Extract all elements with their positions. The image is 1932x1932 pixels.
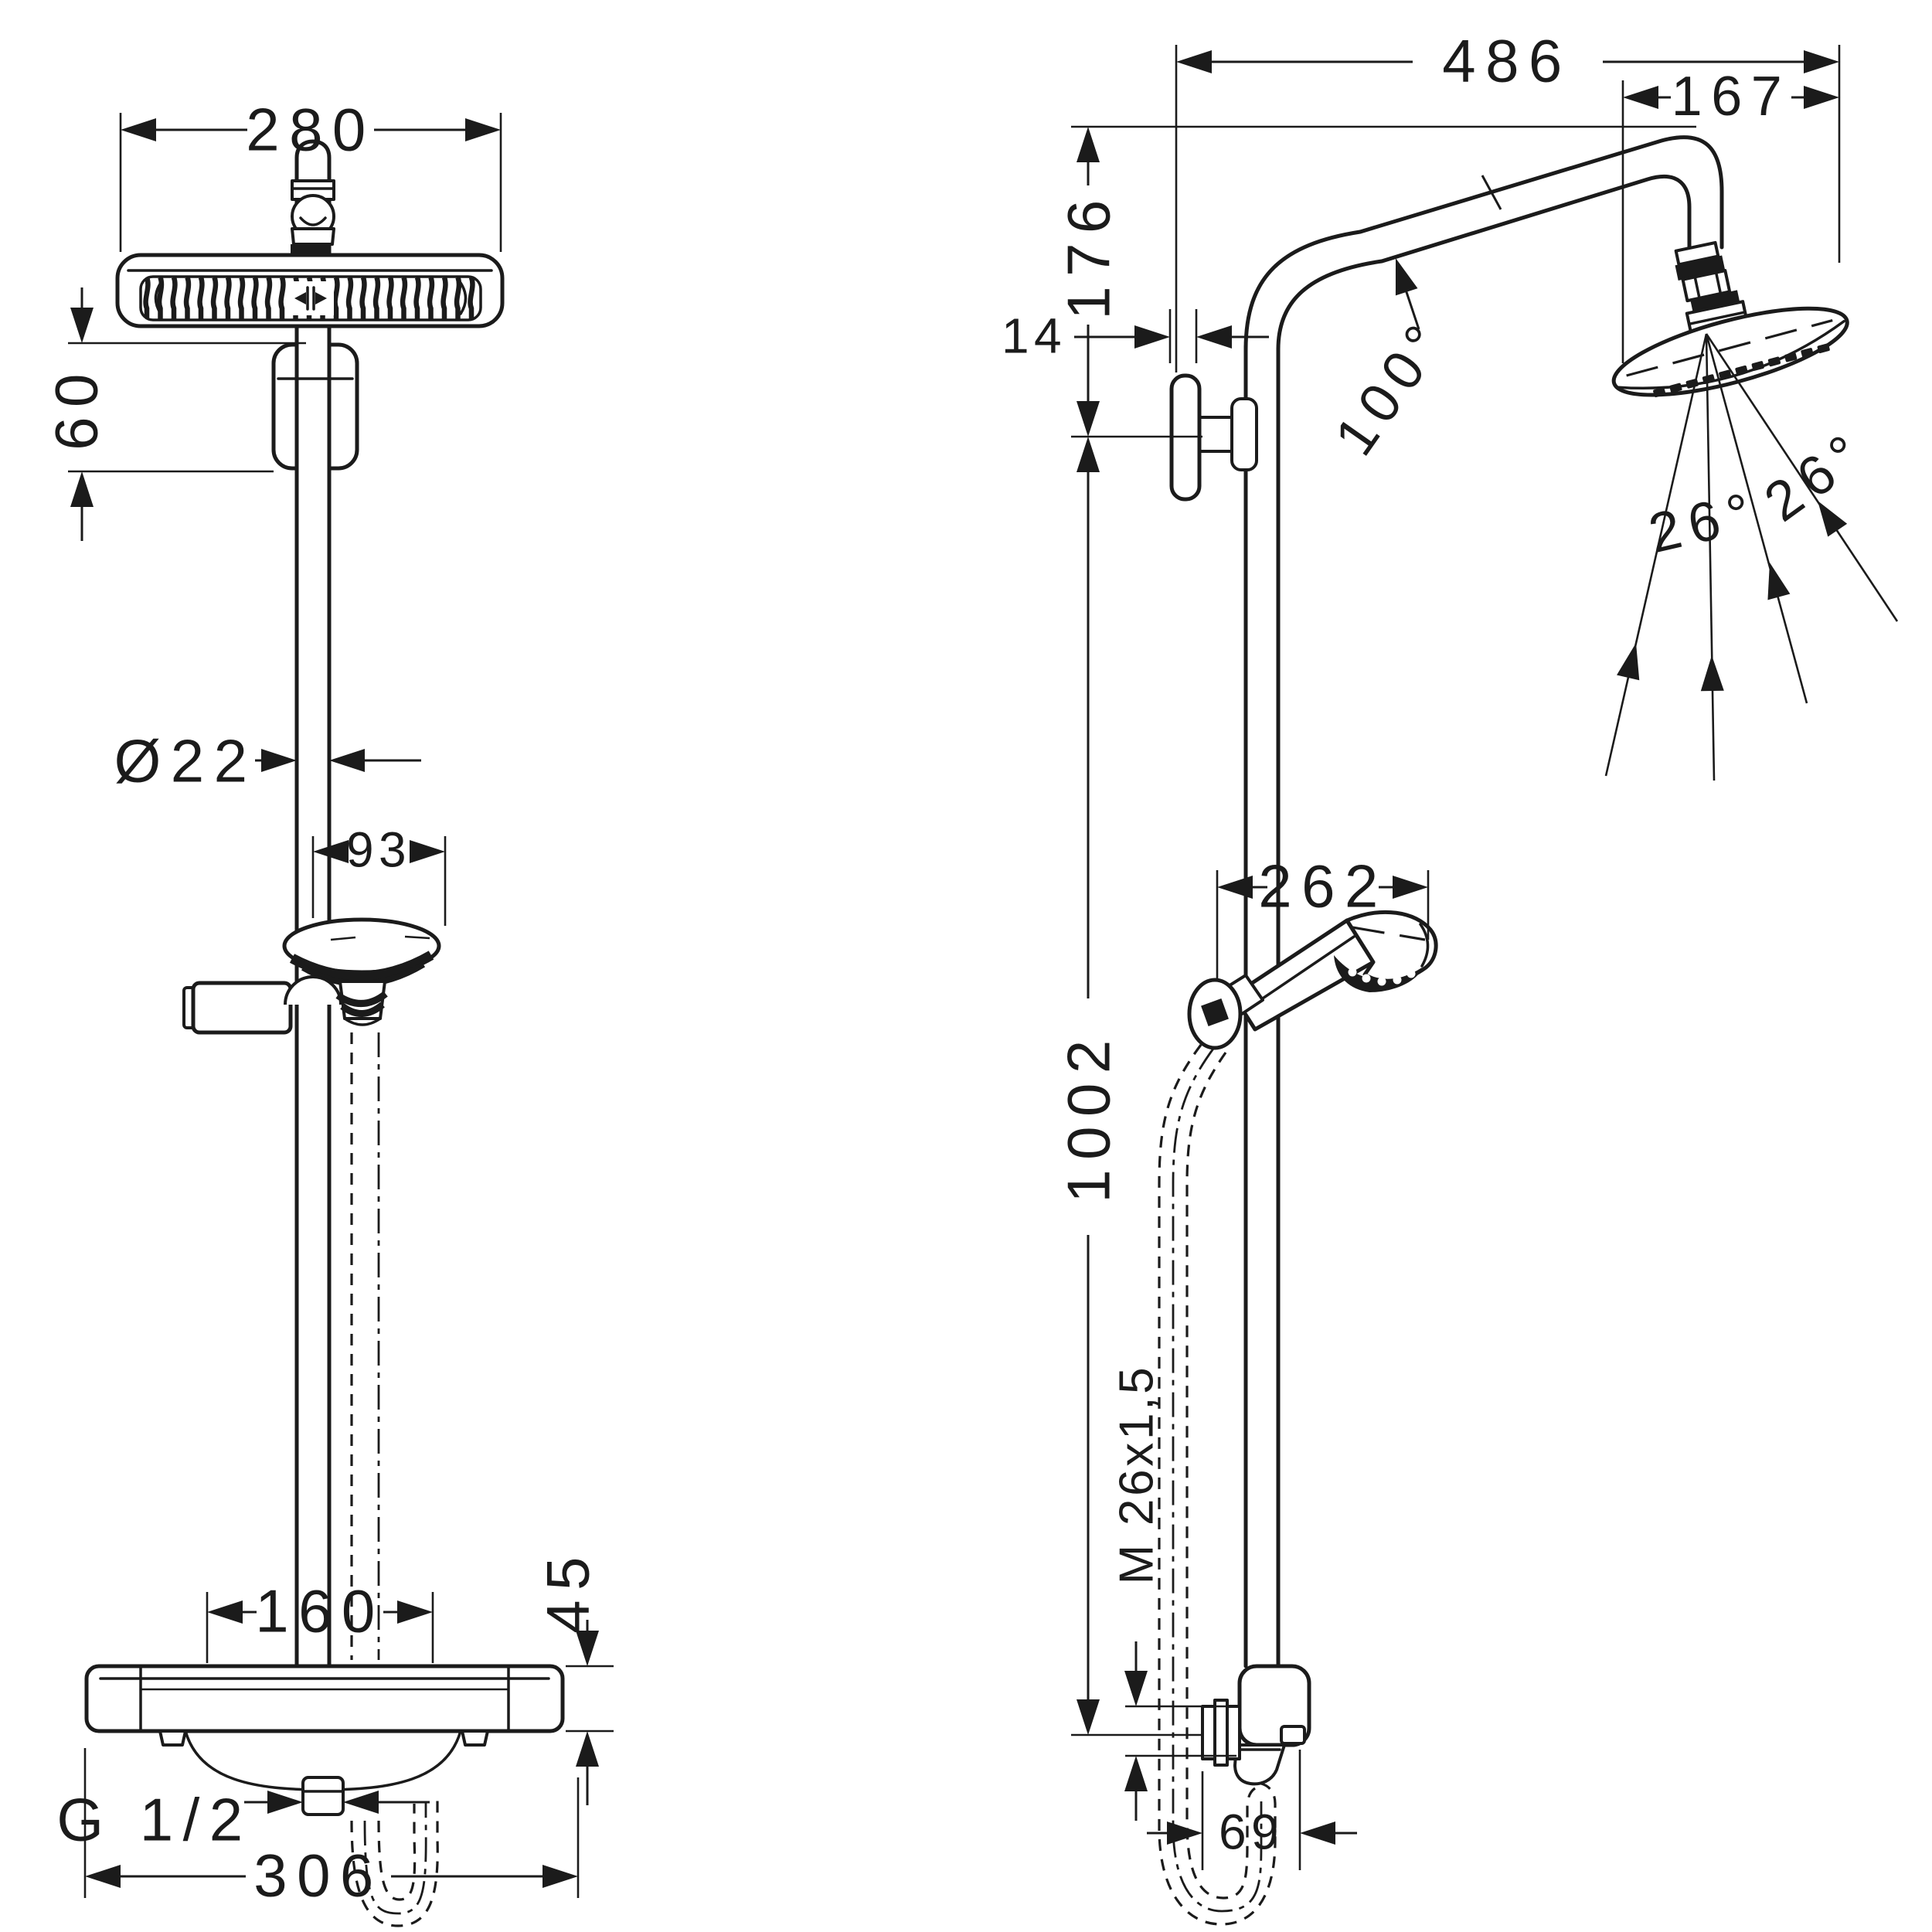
dim-label-60: 60	[42, 364, 110, 451]
dim-label-100deg: 100°	[1323, 308, 1460, 467]
dim-45: 45	[533, 1547, 614, 1805]
handshower-holder-cone-front	[335, 980, 388, 1026]
wall-plate-side	[1169, 373, 1258, 502]
dim-486: 486	[1175, 26, 1841, 372]
dim-label-1002: 1002	[1054, 1030, 1122, 1202]
spray-cone: 26° 26°	[1604, 333, 1899, 781]
dim-label-262: 262	[1258, 852, 1388, 920]
dim-14: 14	[1002, 308, 1269, 363]
dim-label-486: 486	[1442, 26, 1572, 94]
head-connector-front	[291, 179, 335, 255]
thermostat-valve-front	[84, 1664, 565, 1816]
dim-1002: 1002	[1054, 437, 1202, 1736]
dim-label-o22: Ø22	[114, 726, 257, 794]
valve-outlet-elbow	[1233, 1743, 1286, 1786]
dim-160: 160	[206, 1577, 434, 1663]
dim-label-26-right: 26°	[1753, 418, 1879, 533]
dim-label-m26: M 26x1,5	[1111, 1365, 1164, 1585]
dim-69: 69	[1147, 1750, 1357, 1870]
dim-280: 280	[119, 95, 502, 252]
shower-arm-side	[1243, 135, 1724, 352]
dim-93: 93	[311, 821, 447, 926]
dim-176: 176	[1054, 125, 1696, 438]
shower-hose-front	[350, 1032, 439, 1927]
rain-shower-head-front	[115, 253, 505, 328]
side-view: 26° 26°	[1002, 26, 1899, 1926]
handshower-side	[1187, 910, 1438, 1050]
dim-label-26-left: 26°	[1643, 480, 1765, 565]
dim-label-280: 280	[246, 95, 376, 163]
dim-label-69: 69	[1219, 1804, 1284, 1859]
dim-306: 306	[83, 1748, 580, 1909]
handshower-head	[1334, 910, 1438, 992]
dim-pipe-diameter: Ø22	[114, 726, 421, 794]
dim-label-176: 176	[1054, 190, 1122, 320]
dim-label-167: 167	[1672, 66, 1791, 128]
wall-plate-nut	[1230, 397, 1258, 471]
dim-label-g12: G 1/2	[56, 1785, 252, 1853]
spray-plate-center-symbol	[294, 286, 327, 311]
wall-plate-stem	[1196, 416, 1235, 453]
valve-foot-right	[461, 1730, 489, 1747]
dim-label-45: 45	[533, 1547, 601, 1634]
dim-g12: G 1/2	[56, 1785, 430, 1853]
dim-262: 262	[1216, 852, 1430, 980]
valve-foot-left	[158, 1730, 187, 1747]
front-view: 280 60 Ø22 93	[42, 95, 614, 1927]
holder-block-front	[182, 975, 342, 1035]
thermostat-valve-side	[1201, 1664, 1311, 1786]
dim-label-306: 306	[253, 1841, 383, 1909]
dim-label-160: 160	[255, 1577, 385, 1645]
shower-hose-side	[1158, 1044, 1277, 1926]
dim-label-14: 14	[1002, 308, 1066, 363]
dim-label-93: 93	[346, 821, 411, 877]
dim-m26: M 26x1,5	[1111, 1365, 1236, 1821]
dim-60: 60	[42, 287, 306, 541]
valve-outlet-stub-front	[301, 1776, 345, 1816]
soap-dish-front	[282, 917, 441, 987]
